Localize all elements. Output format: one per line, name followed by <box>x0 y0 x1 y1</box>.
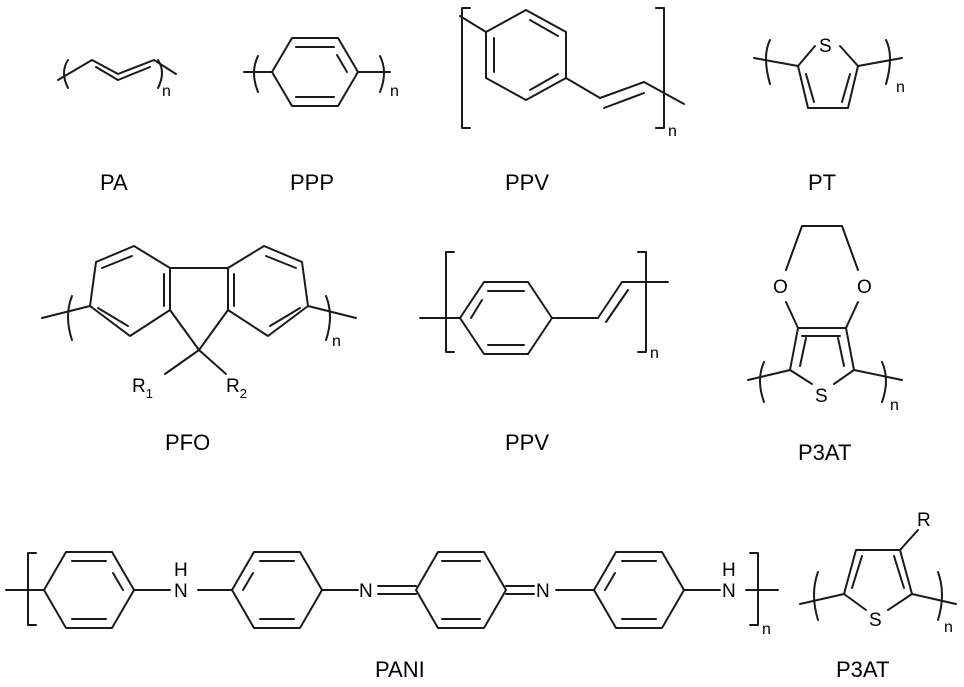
p3at-mid-oxygen-right: O <box>857 277 872 298</box>
pt-sulfur-atom: S <box>819 36 832 57</box>
pani-repeat-n: n <box>762 621 771 638</box>
pfo-label: PFO <box>165 430 210 455</box>
pa-label: PA <box>100 170 128 195</box>
ppp-label: PPP <box>290 170 334 195</box>
ppp-structure: n <box>243 37 399 107</box>
pt-structure: S n <box>753 36 905 109</box>
pani-imine-2-nitrogen: N <box>536 581 550 602</box>
pa-structure: n <box>57 59 177 100</box>
p3at-mid-oxygen-left: O <box>773 277 788 298</box>
ppv-mid-repeat-n: n <box>650 345 659 362</box>
ppv-top-structure: n <box>459 7 685 140</box>
pani-imine-1-nitrogen: N <box>359 581 373 602</box>
ppv-mid-structure: n <box>419 251 669 362</box>
pani-amine-1-hydrogen: H <box>174 560 188 581</box>
pani-amine-2-nitrogen: N <box>722 581 736 602</box>
p3at-mid-structure: O O S n <box>747 225 903 414</box>
p3at-bottom-repeat-n: n <box>944 619 953 636</box>
p3at-mid-repeat-n: n <box>890 397 899 414</box>
pfo-r1-group: R1 <box>132 376 153 401</box>
ppv-mid-label: PPV <box>505 430 549 455</box>
p3at-mid-sulfur-atom: S <box>815 386 828 407</box>
p3at-mid-label: P3AT <box>798 440 851 465</box>
pt-label: PT <box>808 170 836 195</box>
p3at-bottom-structure: R S n <box>799 510 957 636</box>
ppp-repeat-n: n <box>390 83 399 100</box>
ppv-top-label: PPV <box>505 170 549 195</box>
ppv-top-repeat-n: n <box>668 123 677 140</box>
pfo-structure: R1 R2 n <box>41 245 357 401</box>
pani-amine-1-nitrogen: N <box>174 581 188 602</box>
p3at-bottom-label: P3AT <box>836 657 889 682</box>
pa-repeat-n: n <box>162 83 171 100</box>
p3at-bottom-sulfur-atom: S <box>869 610 882 631</box>
pfo-repeat-n: n <box>332 333 341 350</box>
pt-repeat-n: n <box>896 79 905 96</box>
pani-label: PANI <box>375 657 425 682</box>
pfo-r2-group: R2 <box>226 376 247 401</box>
p3at-bottom-r-group: R <box>917 510 931 531</box>
pani-structure: H N N N H N n <box>5 551 779 638</box>
pani-amine-2-hydrogen: H <box>722 560 736 581</box>
